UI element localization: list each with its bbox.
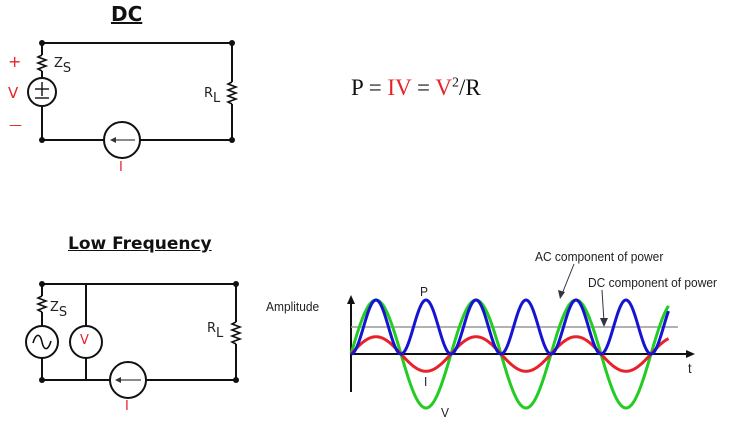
ac-annotation-arrowhead [558, 290, 565, 299]
lf-nodes [39, 281, 239, 383]
ac-annotation-arrow [561, 263, 575, 295]
dc-annotation: DC component of power [588, 275, 717, 290]
dc-zs-main: Z [54, 56, 63, 71]
formula-p: P = [351, 75, 388, 100]
dc-rl-label: RL [204, 86, 220, 106]
lf-title: Low Frequency [68, 234, 212, 254]
label-i: I [424, 374, 428, 389]
ac-annotation: AC component of power [535, 249, 664, 264]
lf-zs-sub: S [58, 305, 68, 320]
formula-sup: 2 [451, 75, 459, 91]
series-p [350, 298, 670, 356]
power-formula: P = IV = V2/R [351, 75, 481, 101]
dc-minus-label: — [9, 118, 22, 133]
lf-voltmeter-label: V [80, 333, 89, 348]
x-axis-arrow [686, 350, 695, 358]
series-v [349, 298, 670, 410]
dc-rl-sub: L [213, 91, 221, 106]
dc-rl-main: R [204, 86, 214, 101]
dc-zs-sub: S [62, 61, 72, 76]
y-axis-arrow [347, 295, 355, 304]
lf-circuit [25, 283, 243, 399]
lf-load-resistor [229, 321, 243, 345]
dc-nodes [39, 40, 235, 143]
formula-v: V [435, 75, 452, 100]
dc-annotation-arrowhead [600, 318, 608, 327]
lf-current-label: I [125, 399, 129, 414]
dc-load-resistor [225, 81, 239, 105]
dc-annotation-arrow [601, 289, 605, 323]
lf-zs-main: Z [50, 300, 59, 315]
label-p: P [420, 284, 428, 299]
formula-eq: = [411, 75, 436, 100]
lf-rl-sub: L [216, 326, 224, 341]
dc-zs-label: ZS [54, 56, 71, 76]
formula-r: /R [458, 75, 481, 100]
dc-title: DC [111, 2, 143, 26]
dc-current-label: I [119, 160, 123, 175]
dc-plus-label: + [8, 52, 22, 71]
formula-iv: IV [387, 75, 412, 100]
lf-zs-label: ZS [50, 300, 67, 320]
dc-voltage-label: V [8, 84, 19, 102]
series-i [349, 335, 670, 373]
lf-rl-main: R [207, 321, 217, 336]
lf-source-impedance-resistor [35, 295, 49, 313]
lf-rl-label: RL [207, 321, 223, 341]
chart-xlabel: t [688, 360, 692, 376]
dc-circuit [27, 42, 239, 159]
label-v: V [441, 405, 449, 420]
chart-ylabel: Amplitude [266, 299, 320, 314]
dc-source-impedance-resistor [35, 54, 49, 72]
